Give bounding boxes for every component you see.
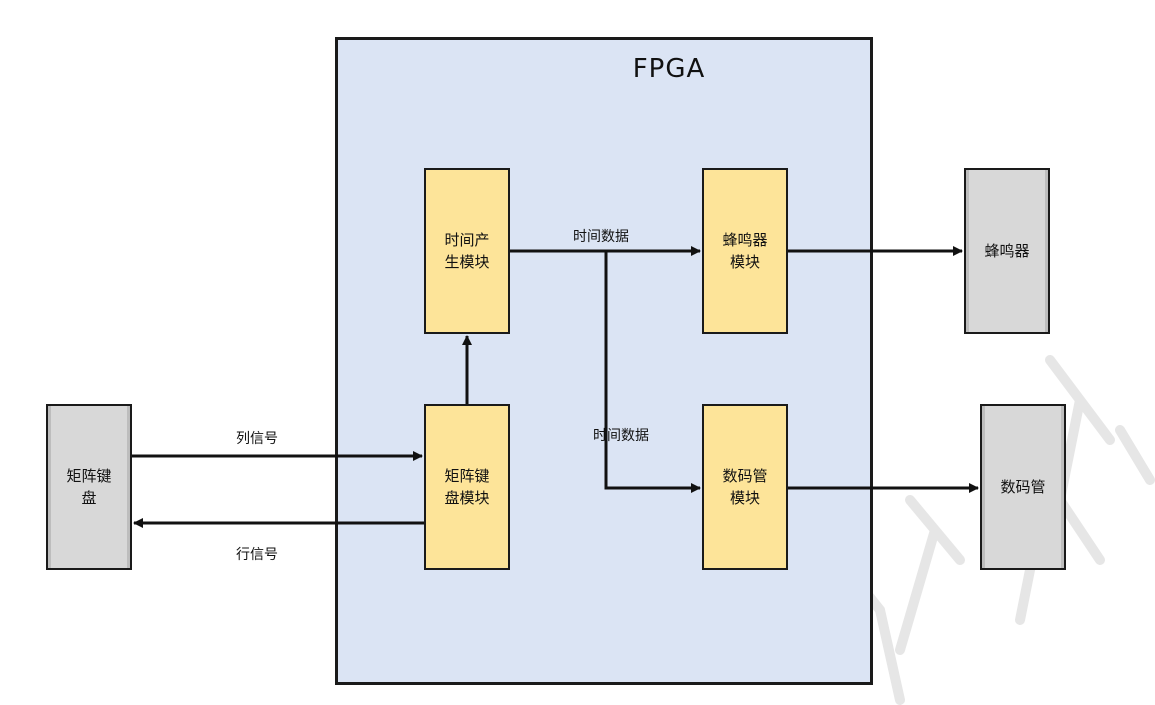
time-data-label-top: 时间数据 (573, 229, 629, 245)
column-signal-label: 列信号 (236, 431, 278, 447)
buzzer-device: 蜂鸣器 (964, 168, 1050, 334)
fpga-block: FPGA (335, 37, 873, 685)
fpga-title: FPGA (632, 54, 706, 84)
display-device: 数码管 (980, 404, 1066, 570)
time-generation-module: 时间产 生模块 (424, 168, 510, 334)
keyboard-module: 矩阵键 盘模块 (424, 404, 510, 570)
display-module: 数码管 模块 (702, 404, 788, 570)
buzzer-module: 蜂鸣器 模块 (702, 168, 788, 334)
time-data-label-middle: 时间数据 (593, 428, 649, 444)
time-to-display-arrow (604, 251, 701, 493)
row-signal-label: 行信号 (236, 547, 278, 563)
matrix-keyboard-device: 矩阵键 盘 (46, 404, 132, 570)
